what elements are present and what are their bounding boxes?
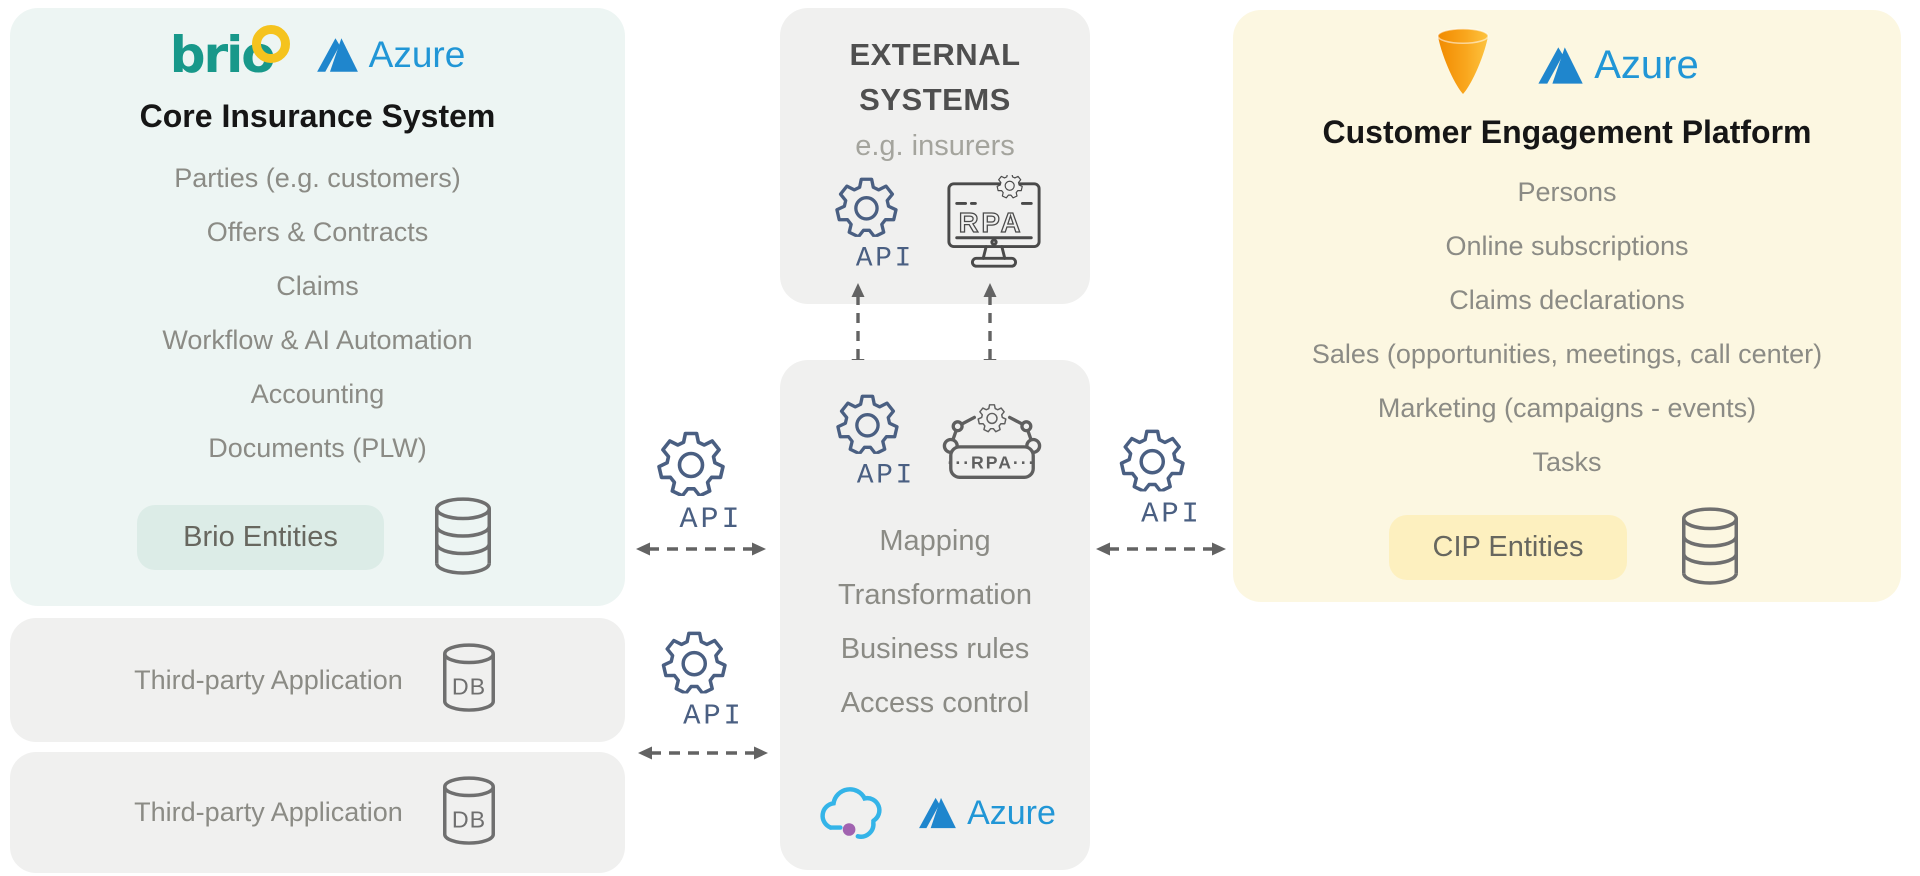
cep-badge-row: CIP Entities — [1233, 505, 1901, 589]
db-database-icon: DB — [442, 775, 495, 845]
api-icon-label: API — [683, 699, 744, 730]
list-item: Transformation — [838, 578, 1032, 611]
list-item: Claims declarations — [1449, 284, 1685, 315]
api-gear-icon: API — [661, 631, 750, 730]
azure-wordmark: Azure — [967, 793, 1056, 832]
list-item: Accounting — [250, 378, 385, 409]
external-title: EXTERNAL SYSTEMS — [780, 32, 1090, 122]
list-item: Online subscriptions — [1445, 230, 1689, 261]
db-icon-label: DB — [452, 806, 486, 832]
api-icon-label: API — [1141, 497, 1202, 528]
list-item: Offers & Contracts — [206, 216, 429, 247]
brio-yellow-ring-icon — [251, 25, 290, 63]
rpa-monitor-icon: RPA — [947, 175, 1041, 268]
api-gear-icon: API — [835, 177, 920, 273]
third-party-label: Third-party Application — [134, 797, 403, 827]
list-item: Parties (e.g. customers) — [174, 162, 461, 193]
integration-brand-row: Azure — [780, 780, 1090, 846]
db-icon-label: DB — [452, 674, 486, 700]
list-item: Documents (PLW) — [208, 432, 427, 463]
funnel-icon — [1437, 28, 1490, 94]
rpa-icon-label: RPA — [959, 207, 1024, 238]
azure-logo: Azure — [916, 794, 1056, 833]
external-icons-row: API RPA — [780, 175, 1090, 275]
list-item: Access control — [840, 686, 1030, 719]
integration-layer-panel: API ···RPA··· Mapping Transformation Bus… — [780, 360, 1090, 870]
page-title-cep: Customer Engagement Platform — [1322, 114, 1812, 150]
list-item: Mapping — [879, 524, 991, 557]
azure-logo: Azure — [1535, 43, 1699, 88]
database-icon — [434, 497, 491, 575]
azure-wordmark: Azure — [368, 34, 466, 75]
third-party-application-box: Third-party Application DB — [10, 618, 625, 742]
list-item: Claims — [276, 270, 359, 301]
list-item: Persons — [1517, 176, 1617, 207]
api-gear-icon: API — [836, 394, 921, 490]
list-item: Marketing (campaigns - events) — [1377, 392, 1757, 423]
list-item: Business rules — [840, 632, 1030, 665]
cip-entities-badge: CIP Entities — [1388, 514, 1628, 580]
azure-triangle-icon — [1538, 46, 1583, 84]
page-title-core: Core Insurance System — [139, 98, 496, 134]
azure-logo: Azure — [314, 34, 466, 76]
api-gear-icon: API — [1119, 429, 1208, 528]
third-party-application-box: Third-party Application DB — [10, 752, 625, 873]
core-badge-row: Brio Entities — [10, 495, 625, 579]
cloud-integration-icon — [820, 787, 882, 839]
azure-wordmark: Azure — [1594, 42, 1699, 87]
external-subtitle: e.g. insurers — [855, 130, 1015, 162]
cep-brand-row: Azure — [1233, 26, 1901, 104]
brio-logo: brio — [170, 25, 290, 81]
third-party-label: Third-party Application — [134, 664, 403, 695]
database-icon — [1682, 507, 1739, 585]
cloud-purple-dot — [842, 823, 856, 836]
azure-triangle-icon — [919, 797, 956, 829]
api-icon-label: API — [857, 461, 915, 490]
db-database-icon: DB — [442, 643, 495, 712]
external-systems-panel: EXTERNAL SYSTEMS e.g. insurers API RPA — [780, 8, 1090, 304]
core-items: Parties (e.g. customers) Offers & Contra… — [10, 151, 625, 475]
list-item: Tasks — [1532, 446, 1602, 477]
brio-entities-badge: Brio Entities — [137, 504, 384, 570]
dashed-arrow-horizontal — [638, 746, 768, 760]
integration-items: Mapping Transformation Business rules Ac… — [780, 514, 1090, 730]
external-title-line1: EXTERNAL — [849, 37, 1021, 72]
api-icon-label: API — [856, 244, 914, 273]
dashed-arrow-horizontal — [636, 542, 766, 556]
core-insurance-panel: brio Azure Core Insurance System Parties… — [10, 8, 625, 606]
core-brand-row: brio Azure — [10, 25, 625, 84]
api-gear-icon: API — [657, 431, 749, 534]
external-title-line2: SYSTEMS — [859, 82, 1011, 117]
api-icon-label: API — [679, 503, 742, 534]
integration-icons-row: API ···RPA··· — [780, 392, 1090, 490]
dashed-arrow-horizontal — [1096, 542, 1226, 556]
rpa-robot-icon: ···RPA··· — [942, 404, 1042, 479]
azure-triangle-icon — [316, 38, 358, 72]
cep-items: Persons Online subscriptions Claims decl… — [1233, 165, 1901, 489]
customer-engagement-panel: Azure Customer Engagement Platform Perso… — [1233, 10, 1901, 602]
rpa-icon-label: ···RPA··· — [948, 452, 1037, 472]
list-item: Workflow & AI Automation — [162, 324, 473, 355]
list-item: Sales (opportunities, meetings, call cen… — [1311, 338, 1823, 369]
